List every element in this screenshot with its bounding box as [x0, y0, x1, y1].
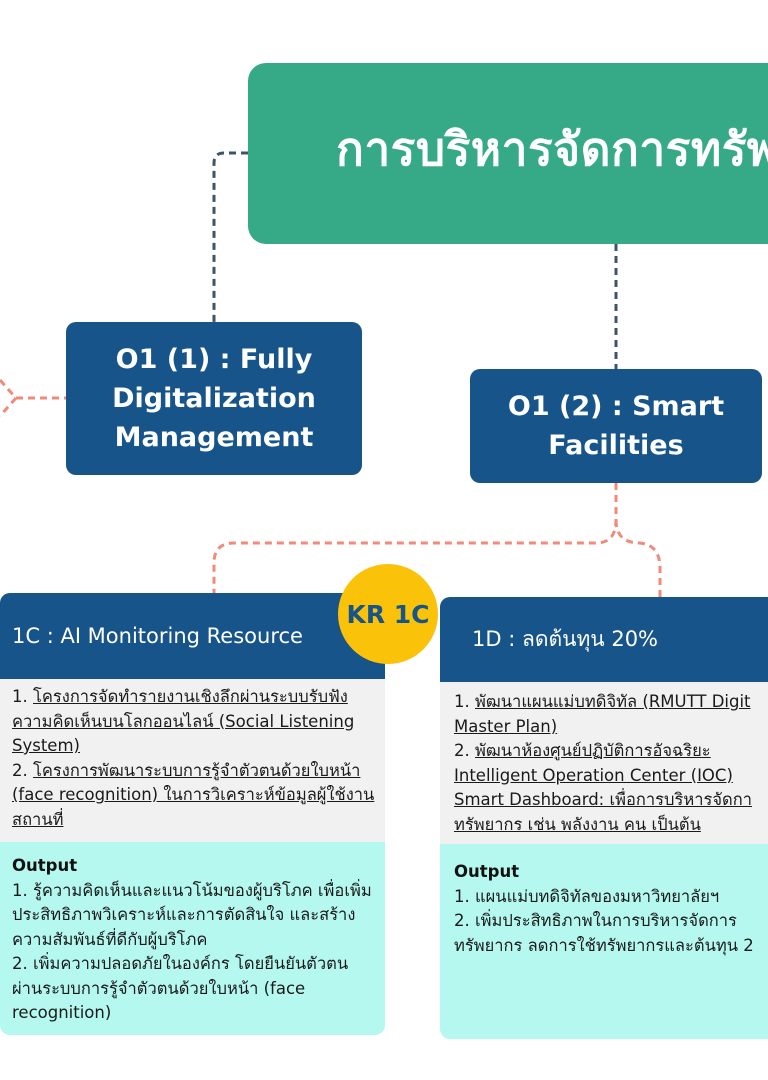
objective-fully-digitalization: O1 (1) : Fully Digitalization Management: [66, 322, 362, 475]
kr-badge-label: KR 1C: [346, 599, 430, 629]
output-item: 2. เพิ่มความปลอดภัยในองค์กร โดยยืนยันตัว…: [12, 954, 349, 1022]
objective-smart-facilities: O1 (2) : Smart Facilities: [470, 369, 762, 483]
output-item: ทรัพยากร ลดการใช้ทรัพยากรและต้นทุน 2: [454, 935, 754, 955]
kr-1c-output: Output 1. รู้ความคิดเห็นและแนวโน้มของผู้…: [0, 842, 385, 1035]
project-link[interactable]: พัฒนาแผนแม่บทดิจิทัล (RMUTT Digit: [475, 692, 751, 711]
title-banner: การบริหารจัดการทรัพ: [248, 63, 768, 244]
output-item: 1. แผนแม่บทดิจิทัลของมหาวิทยาลัยฯ: [454, 886, 720, 906]
project-item[interactable]: Intelligent Operation Center (IOC): [454, 764, 768, 789]
kr-header-label: 1D : ลดต้นทุน 20%: [472, 627, 659, 651]
project-link[interactable]: พัฒนาห้องศูนย์ปฏิบัติการอัจฉริยะ: [475, 741, 711, 760]
project-link[interactable]: Master Plan): [454, 716, 558, 736]
kr-1c-header: 1C : AI Monitoring Resource: [0, 593, 385, 679]
project-item[interactable]: 2. โครงการพัฒนาระบบการรู้จำตัวตนด้วยใบหน…: [12, 759, 377, 833]
project-item[interactable]: 1. พัฒนาแผนแม่บทดิจิทัล (RMUTT Digit: [454, 690, 768, 715]
project-number: 2.: [454, 741, 475, 760]
project-item[interactable]: Master Plan): [454, 715, 768, 740]
project-link[interactable]: โครงการพัฒนาระบบการรู้จำตัวตนด้วยใบหน้า …: [12, 760, 375, 829]
objective-label: O1 (1) : Fully Digitalization Management: [112, 344, 316, 453]
connector-o1-2-to-krs: [212, 483, 618, 593]
connector-o1-2-to-kr-1d: [614, 519, 662, 597]
project-item[interactable]: ทรัพยากร เช่น พลังงาน คน เป็นต้น: [454, 813, 768, 838]
project-item[interactable]: Smart Dashboard: เพื่อการบริหารจัดกา: [454, 788, 768, 813]
output-title: Output: [12, 856, 78, 875]
project-item[interactable]: 2. พัฒนาห้องศูนย์ปฏิบัติการอัจฉริยะ: [454, 739, 768, 764]
kr-1d-projects: 1. พัฒนาแผนแม่บทดิจิทัล (RMUTT Digit Mas…: [440, 682, 768, 844]
project-number: 1.: [12, 687, 33, 706]
connector-left-into-o1-1: [0, 379, 19, 417]
kr-1c-projects: 1. โครงการจัดทำรายงานเชิงลึกผ่านระบบรับฟ…: [0, 679, 385, 842]
connector-banner-to-o1-1: [212, 151, 248, 322]
kr-badge: KR 1C: [338, 564, 438, 664]
project-link[interactable]: Smart Dashboard: เพื่อการบริหารจัดกา: [454, 790, 752, 809]
objective-label: O1 (2) : Smart Facilities: [507, 391, 725, 461]
kr-1d-header: 1D : ลดต้นทุน 20%: [440, 597, 768, 682]
project-number: 1.: [454, 692, 475, 711]
project-link[interactable]: โครงการจัดทำรายงานเชิงลึกผ่านระบบรับฟังค…: [12, 687, 355, 755]
output-item: 2. เพิ่มประสิทธิภาพในการบริหารจัดการ: [454, 911, 737, 930]
project-number: 2.: [12, 760, 33, 780]
output-item: 1. รู้ความคิดเห็นและแนวโน้มของผู้บริโภค …: [12, 880, 372, 949]
output-title: Output: [454, 862, 520, 881]
kr-header-label: 1C : AI Monitoring Resource: [12, 624, 303, 648]
project-link[interactable]: ทรัพยากร เช่น พลังงาน คน เป็นต้น: [454, 814, 701, 834]
page-title: การบริหารจัดการทรัพ: [336, 122, 768, 176]
kr-1d-output: Output 1. แผนแม่บทดิจิทัลของมหาวิทยาลัยฯ…: [440, 844, 768, 1039]
project-item[interactable]: 1. โครงการจัดทำรายงานเชิงลึกผ่านระบบรับฟ…: [12, 685, 377, 759]
project-link[interactable]: Intelligent Operation Center (IOC): [454, 765, 733, 785]
